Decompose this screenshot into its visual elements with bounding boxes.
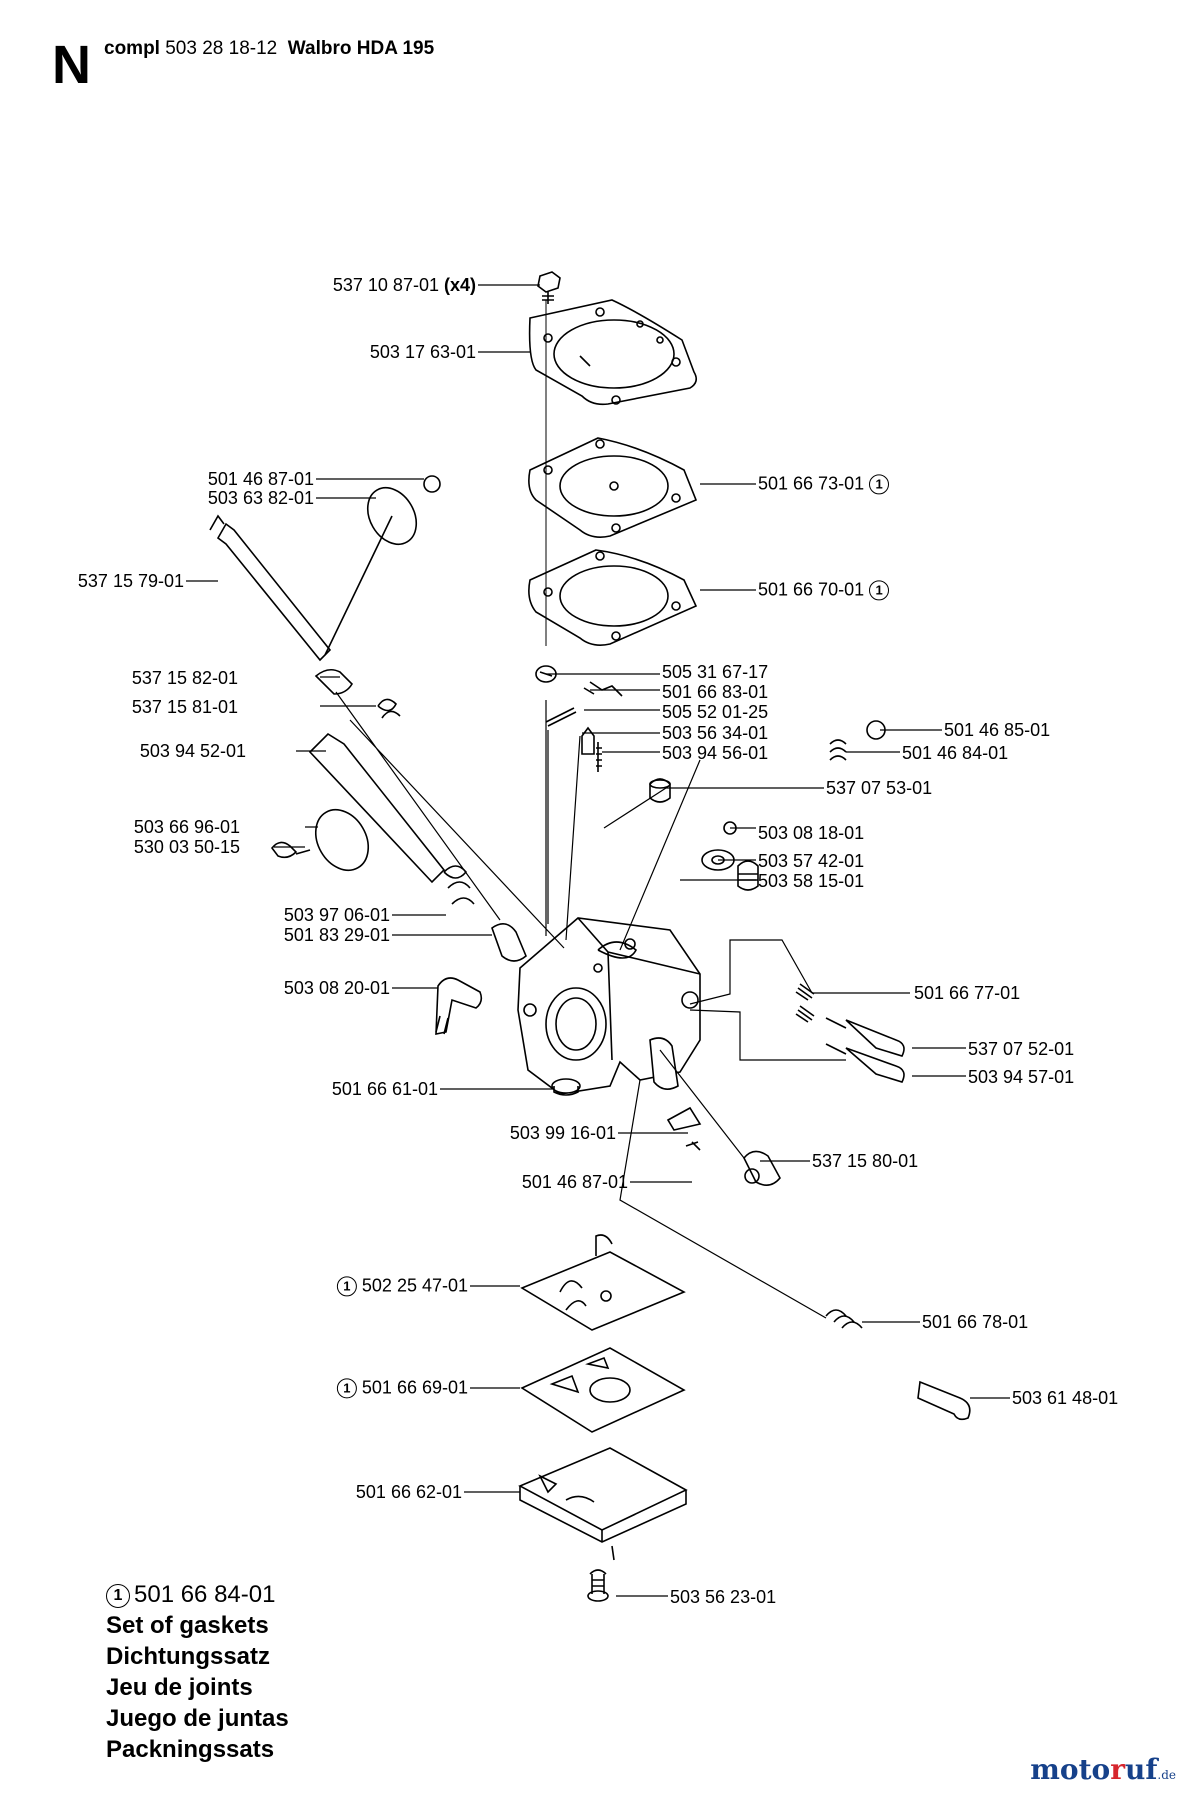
part-callout: 537 15 80-01 <box>812 1151 919 1171</box>
throttle-shaft <box>209 475 441 719</box>
part-callout: 503 61 48-01 <box>1012 1388 1119 1408</box>
fuel-inlet-fitting <box>435 977 483 1035</box>
assembly-number: 503 28 18-12 <box>165 38 278 59</box>
pump-gasket <box>520 1234 686 1331</box>
part-callout: 537 07 53-01 <box>826 778 933 798</box>
gasket-set-marker: 1 <box>869 580 890 601</box>
carburetor-body <box>517 917 701 1095</box>
model-name: Walbro HDA 195 <box>287 38 435 59</box>
watermark-logo: motoruf.de <box>1030 1753 1176 1786</box>
idle-screw-assembly <box>825 1309 971 1421</box>
pump-diaphragm <box>520 1347 686 1433</box>
swivel-and-lever <box>666 1106 781 1186</box>
part-callout: 537 10 87-01 (x4) <box>332 275 476 295</box>
cover-screw-bottom <box>587 1569 609 1602</box>
gasket-set-marker: 1 <box>336 1378 357 1399</box>
part-callout: 501 46 84-01 <box>902 743 1009 763</box>
part-callout: 503 56 23-01 <box>670 1587 777 1607</box>
cover-screw <box>537 271 561 304</box>
compl-label: compl <box>104 38 160 59</box>
legend-line: Dichtungssatz <box>106 1643 271 1670</box>
part-callout: 503 08 18-01 <box>758 823 865 843</box>
part-callout: 503 94 57-01 <box>968 1067 1075 1087</box>
part-callout: 537 15 82-01 <box>131 668 238 688</box>
gasket-set-marker: 1 <box>869 474 890 495</box>
part-callout: 503 63 82-01 <box>207 488 314 508</box>
diaphragm-cover <box>528 299 698 406</box>
part-callout: 501 46 87-01 <box>207 469 314 489</box>
section-letter: N <box>52 35 91 95</box>
part-callout: 503 58 15-01 <box>758 871 865 891</box>
part-callout: 1 501 66 69-01 <box>336 1377 468 1399</box>
part-callout: 537 15 81-01 <box>131 697 238 717</box>
part-callout: 503 94 52-01 <box>139 741 246 761</box>
part-callout: 505 31 67-17 <box>662 662 769 682</box>
part-callout: 537 15 79-01 <box>77 571 184 591</box>
part-callout: 503 08 20-01 <box>283 978 390 998</box>
adjustment-needles <box>795 983 905 1083</box>
part-callout: 501 83 29-01 <box>283 925 390 945</box>
part-callout: 503 56 34-01 <box>662 723 769 743</box>
legend-line: Juego de juntas <box>106 1705 289 1732</box>
legend-line: Packningssats <box>106 1736 275 1763</box>
metering-diaphragm <box>528 437 698 538</box>
part-callout: 537 07 52-01 <box>968 1039 1075 1059</box>
part-callout: 503 17 63-01 <box>369 342 476 362</box>
choke-shaft <box>270 732 527 962</box>
filter-screen <box>551 1078 581 1096</box>
part-callout: 503 99 16-01 <box>509 1123 616 1143</box>
part-callout: 501 66 73-01 1 <box>758 473 890 495</box>
assembly-header: compl 503 28 18-12 Walbro HDA 195 <box>104 38 434 60</box>
gasket-set-marker: 1 <box>106 1583 130 1608</box>
gasket-set-marker: 1 <box>336 1276 357 1297</box>
part-callout: 503 94 56-01 <box>662 743 769 763</box>
part-callout: 530 03 50-15 <box>133 837 240 857</box>
part-callout: 505 52 01-25 <box>662 702 769 722</box>
part-callout: 501 66 62-01 <box>355 1482 462 1502</box>
part-callout: 501 66 78-01 <box>922 1312 1029 1332</box>
part-callout: 503 97 06-01 <box>283 905 390 925</box>
part-callout: 501 66 61-01 <box>331 1079 438 1099</box>
part-callout: 503 57 42-01 <box>758 851 865 871</box>
legend-line: Set of gaskets <box>106 1612 269 1639</box>
part-callout: 501 66 70-01 1 <box>758 579 890 601</box>
part-callout: 501 66 77-01 <box>914 983 1021 1003</box>
legend-line: Jeu de joints <box>106 1674 253 1701</box>
pump-cover <box>518 1447 688 1561</box>
part-callout: 503 66 96-01 <box>133 817 240 837</box>
diaphragm-gasket <box>528 549 698 646</box>
part-callout: 1 502 25 47-01 <box>336 1275 468 1297</box>
part-callout: 501 66 83-01 <box>662 682 769 702</box>
part-callout: 501 46 87-01 <box>521 1172 628 1192</box>
part-callout: 501 46 85-01 <box>944 720 1051 740</box>
